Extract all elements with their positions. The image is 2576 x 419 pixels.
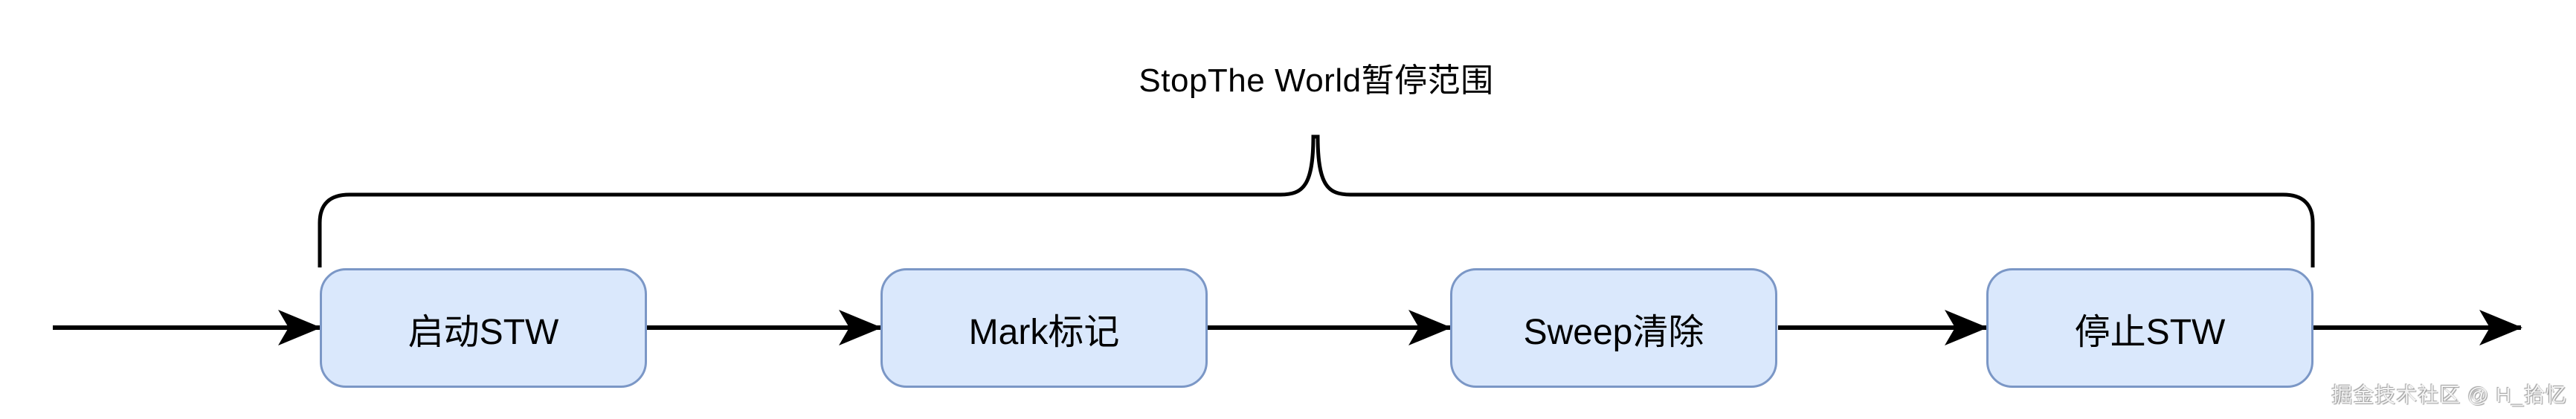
diagram-title: StopThe World暂停范围 (1139, 62, 1494, 99)
flow-node-mark-label: Mark标记 (968, 312, 1120, 352)
flow-node-mark: Mark标记 (880, 268, 1208, 388)
flow-node-sweep: Sweep清除 (1450, 268, 1777, 388)
flow-node-sweep-label: Sweep清除 (1523, 312, 1704, 352)
flow-node-stop-stw-label: 停止STW (2074, 312, 2226, 352)
flow-node-stop-stw: 停止STW (1986, 268, 2313, 388)
flow-node-start-stw: 启动STW (320, 268, 647, 388)
watermark-text: 掘金技术社区 @ H_拾忆 (2331, 383, 2567, 406)
pause-range-brace (318, 134, 2315, 267)
flow-node-start-stw-label: 启动STW (408, 312, 559, 352)
